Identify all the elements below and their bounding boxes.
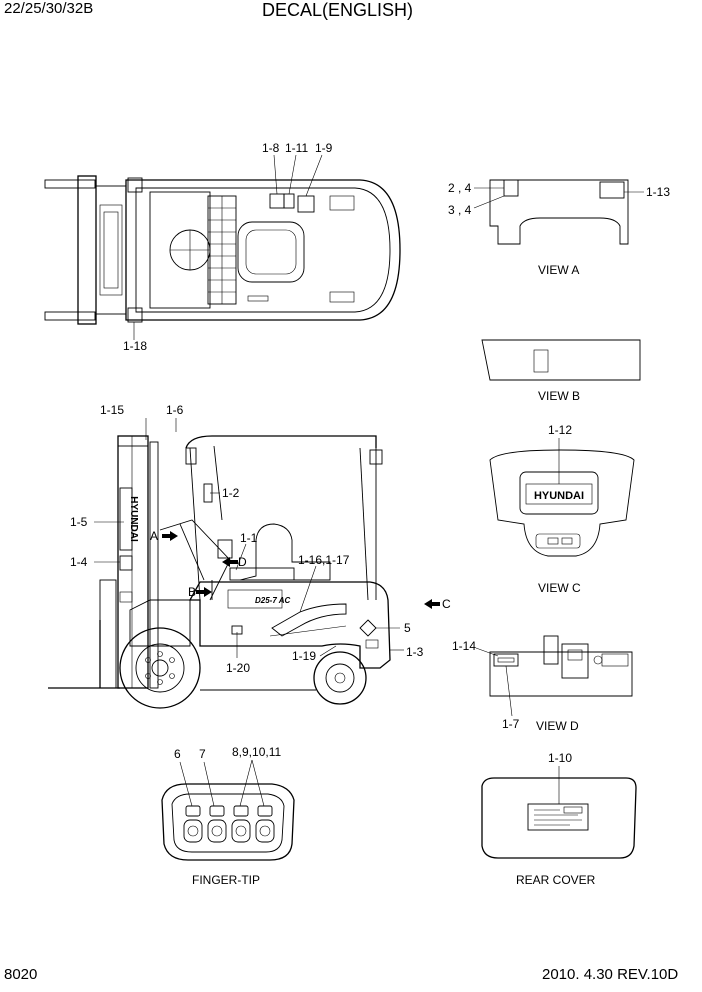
callout-1-3: 1-3 <box>406 645 424 659</box>
arrow-b-icon <box>196 587 212 597</box>
caption-finger-tip: FINGER-TIP <box>192 873 260 887</box>
model-badge-text: D25-7 AC <box>255 596 290 605</box>
callout-1-8: 1-8 <box>262 141 280 155</box>
view-arrows <box>162 531 440 609</box>
decal-1-16-stripe <box>271 603 347 637</box>
callout-1-1: 1-1 <box>240 531 258 545</box>
decal-1-10 <box>527 803 589 831</box>
callout-1-12: 1-12 <box>548 423 572 437</box>
decal-1-11 <box>283 193 295 209</box>
arrow-d-icon <box>222 557 238 567</box>
callout-1-2: 1-2 <box>222 486 240 500</box>
callout-1-6: 1-6 <box>166 403 184 417</box>
rear-cover-panel <box>481 766 637 859</box>
caption-rear-cover: REAR COVER <box>516 873 596 887</box>
label-arrow-c: C <box>442 597 451 611</box>
view-c-panel <box>489 438 635 557</box>
callout-1-14: 1-14 <box>452 639 476 653</box>
callout-1-5: 1-5 <box>70 515 88 529</box>
decal-1-4 <box>119 555 133 571</box>
decal-1-9 <box>297 195 315 213</box>
page-number: 8020 <box>4 966 38 983</box>
callout-1-10: 1-10 <box>548 751 572 765</box>
hyundai-logo-view-c: HYUNDAI <box>534 490 584 502</box>
callout-1-9: 1-9 <box>315 141 333 155</box>
callout-1-11: 1-11 <box>285 141 308 155</box>
revision-date: 2010. 4.30 REV.10D <box>542 966 679 983</box>
top-view-forklift <box>44 154 401 340</box>
mast-hyundai-decal: HYUNDAI <box>128 496 139 542</box>
page-title: DECAL(ENGLISH) <box>262 0 414 20</box>
callout-1-18: 1-18 <box>123 339 147 353</box>
callout-5: 5 <box>404 621 411 635</box>
floor-plate-hatch <box>207 195 237 305</box>
caption-view-b: VIEW B <box>538 389 580 403</box>
callout-2-4: 2 , 4 <box>448 181 472 195</box>
label-arrow-d: D <box>238 555 247 569</box>
decal-1-8 <box>269 193 285 209</box>
label-arrow-a: A <box>150 529 158 543</box>
callout-1-20: 1-20 <box>226 661 250 675</box>
callout-1-15: 1-15 <box>100 403 124 417</box>
decal-5 <box>359 619 377 637</box>
decal-2-4 <box>503 179 519 197</box>
caption-view-c: VIEW C <box>538 581 581 595</box>
callout-1-7: 1-7 <box>502 717 520 731</box>
callout-8-9-10-11: 8,9,10,11 <box>232 745 281 759</box>
label-arrow-b: B <box>188 585 196 599</box>
caption-view-d: VIEW D <box>536 719 579 733</box>
callout-1-4: 1-4 <box>70 555 88 569</box>
callout-7: 7 <box>199 747 206 761</box>
decal-view-b <box>533 349 549 373</box>
arrow-c-icon <box>424 599 440 609</box>
finger-tip-panel <box>161 759 295 861</box>
side-view-forklift <box>48 418 404 709</box>
decal-1-13 <box>599 181 625 199</box>
view-a-panel <box>473 179 644 245</box>
view-d-panel <box>475 635 633 717</box>
callout-1-13: 1-13 <box>646 185 670 199</box>
model-badge-decal <box>227 589 283 609</box>
caption-view-a: VIEW A <box>538 263 579 277</box>
arrow-a-icon <box>162 531 178 541</box>
callout-3-4: 3 , 4 <box>448 203 472 217</box>
model-code: 22/25/30/32B <box>4 0 94 17</box>
decal-1-5-hyundai <box>119 487 133 551</box>
callout-1-16-17: 1-16,1-17 <box>298 553 350 567</box>
callout-6: 6 <box>174 747 181 761</box>
view-b-panel <box>481 339 641 381</box>
callout-1-19: 1-19 <box>292 649 316 663</box>
